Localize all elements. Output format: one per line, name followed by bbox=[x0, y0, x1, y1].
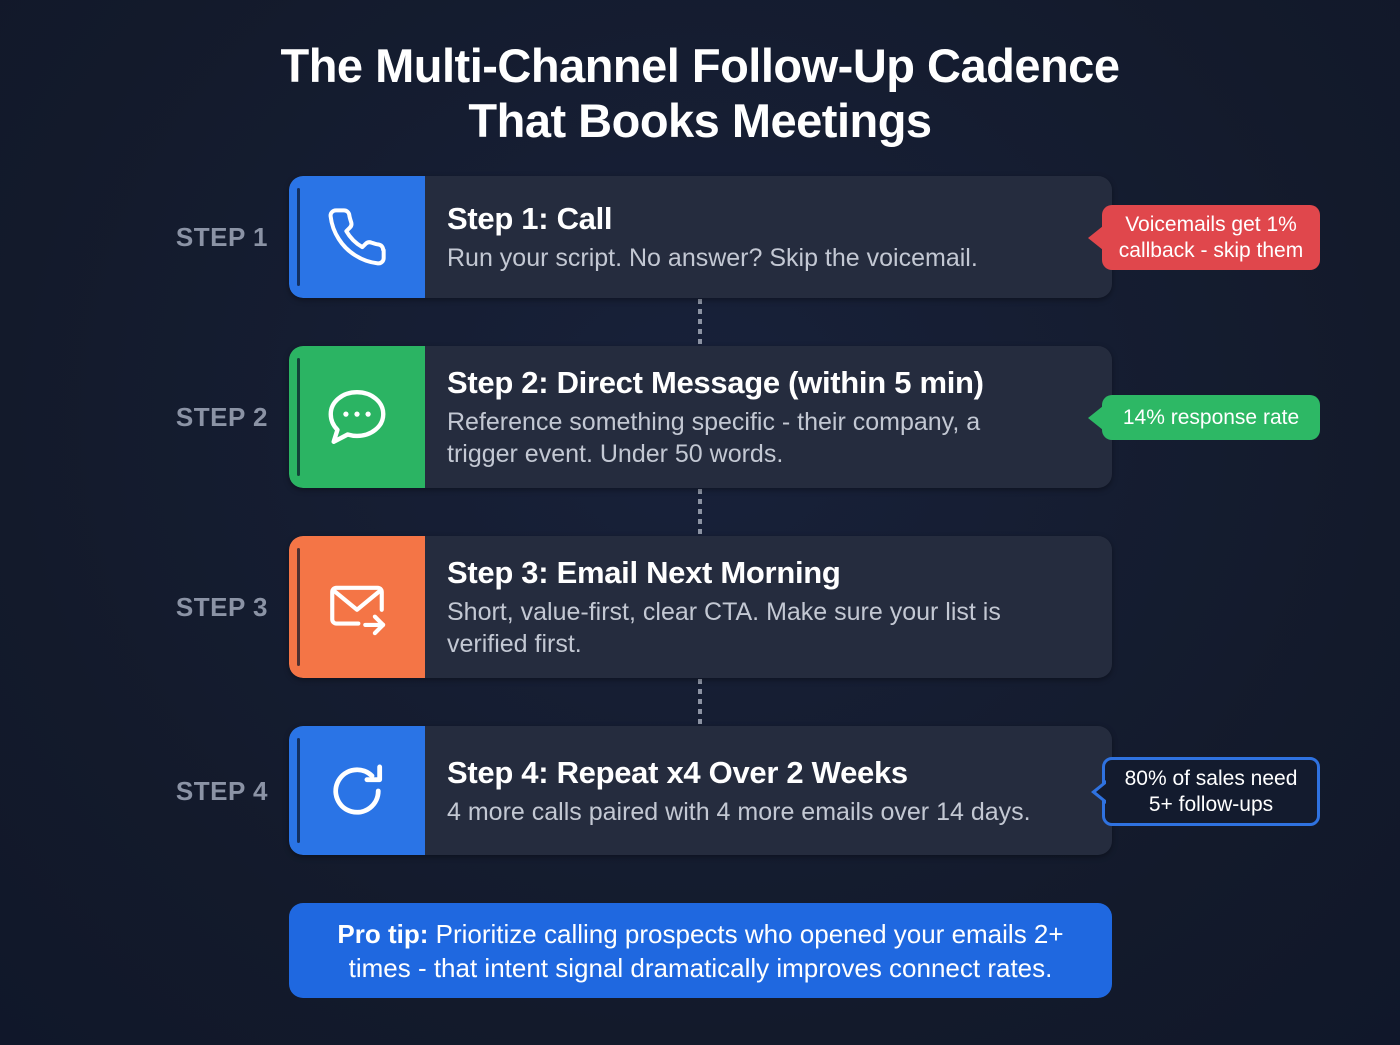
callout-response-rate: 14% response rate bbox=[1102, 395, 1320, 440]
step-card-4: Step 4: Repeat x4 Over 2 Weeks 4 more ca… bbox=[289, 726, 1112, 855]
step-desc-4: 4 more calls paired with 4 more emails o… bbox=[447, 796, 1031, 828]
callout-text: 80% of sales need 5+ follow-ups bbox=[1125, 766, 1298, 818]
step-desc-3-line-1: Short, value-first, clear CTA. Make sure… bbox=[447, 598, 1001, 626]
step-label-2: STEP 2 bbox=[175, 402, 268, 432]
step-desc-1: Run your script. No answer? Skip the voi… bbox=[447, 242, 978, 274]
pro-tip-line-2: times - that intent signal dramatically … bbox=[348, 952, 1053, 983]
step-body-2: Step 2: Direct Message (within 5 min) Re… bbox=[425, 346, 1006, 488]
step-desc-3-line-2: verified first. bbox=[447, 630, 582, 658]
step-desc-2: Reference something specific - their com… bbox=[447, 406, 984, 470]
step-desc-2-line-2: trigger event. Under 50 words. bbox=[447, 440, 784, 468]
step-card-1: Step 1: Call Run your script. No answer?… bbox=[289, 176, 1112, 298]
callout-line-1: Voicemails get 1% bbox=[1125, 212, 1297, 236]
step-icon-box-4 bbox=[289, 726, 425, 855]
step-desc-3: Short, value-first, clear CTA. Make sure… bbox=[447, 596, 1001, 660]
step-label-1: STEP 1 bbox=[175, 222, 268, 252]
title-line-2: That Books Meetings bbox=[468, 94, 932, 147]
title-line-1: The Multi-Channel Follow-Up Cadence bbox=[280, 39, 1120, 92]
chat-bubble-icon bbox=[322, 382, 392, 452]
step-card-3: Step 3: Email Next Morning Short, value-… bbox=[289, 536, 1112, 678]
step-title-1: Step 1: Call bbox=[447, 201, 613, 236]
callout-follow-ups-stat: 80% of sales need 5+ follow-ups bbox=[1102, 757, 1320, 826]
step-desc-2-line-1: Reference something specific - their com… bbox=[447, 408, 981, 436]
phone-icon bbox=[325, 205, 389, 269]
email-forward-icon bbox=[324, 574, 390, 640]
page-title: The Multi-Channel Follow-Up Cadence That… bbox=[0, 38, 1400, 148]
repeat-icon bbox=[323, 757, 391, 825]
step-desc-1-line-1: Run your script. No answer? Skip the voi… bbox=[447, 244, 978, 272]
step-title-3: Step 3: Email Next Morning bbox=[447, 555, 841, 590]
connector-3-4 bbox=[698, 679, 702, 725]
step-icon-box-3 bbox=[289, 536, 425, 678]
connector-2-3 bbox=[698, 489, 702, 535]
callout-line-1: 80% of sales need bbox=[1124, 766, 1298, 790]
step-body-3: Step 3: Email Next Morning Short, value-… bbox=[425, 536, 1023, 678]
step-icon-box-1 bbox=[289, 176, 425, 298]
step-card-2: Step 2: Direct Message (within 5 min) Re… bbox=[289, 346, 1112, 488]
step-title-2: Step 2: Direct Message (within 5 min) bbox=[447, 365, 984, 400]
pro-tip-text: Pro tip: Prioritize calling prospects wh… bbox=[337, 917, 1063, 985]
step-label-4: STEP 4 bbox=[175, 776, 268, 806]
step-desc-4-line-1: 4 more calls paired with 4 more emails o… bbox=[447, 797, 1031, 826]
step-body-1: Step 1: Call Run your script. No answer?… bbox=[425, 176, 1000, 298]
pro-tip-label: Pro tip: bbox=[337, 918, 429, 949]
connector-1-2 bbox=[698, 299, 702, 345]
step-title-4: Step 4: Repeat x4 Over 2 Weeks bbox=[447, 754, 908, 790]
callout-text: 14% response rate bbox=[1122, 405, 1300, 429]
pro-tip-banner: Pro tip: Prioritize calling prospects wh… bbox=[289, 903, 1112, 998]
callout-text: Voicemails get 1% callback - skip them bbox=[1119, 212, 1303, 264]
pro-tip-line-1: Prioritize calling prospects who opened … bbox=[428, 918, 1064, 949]
step-icon-box-2 bbox=[289, 346, 425, 488]
step-body-4: Step 4: Repeat x4 Over 2 Weeks 4 more ca… bbox=[425, 726, 1053, 855]
callout-line-2: 5+ follow-ups bbox=[1148, 792, 1274, 816]
step-label-3: STEP 3 bbox=[175, 592, 268, 622]
callout-voicemail-stat: Voicemails get 1% callback - skip them bbox=[1102, 205, 1320, 270]
callout-line-2: callback - skip them bbox=[1118, 238, 1304, 262]
